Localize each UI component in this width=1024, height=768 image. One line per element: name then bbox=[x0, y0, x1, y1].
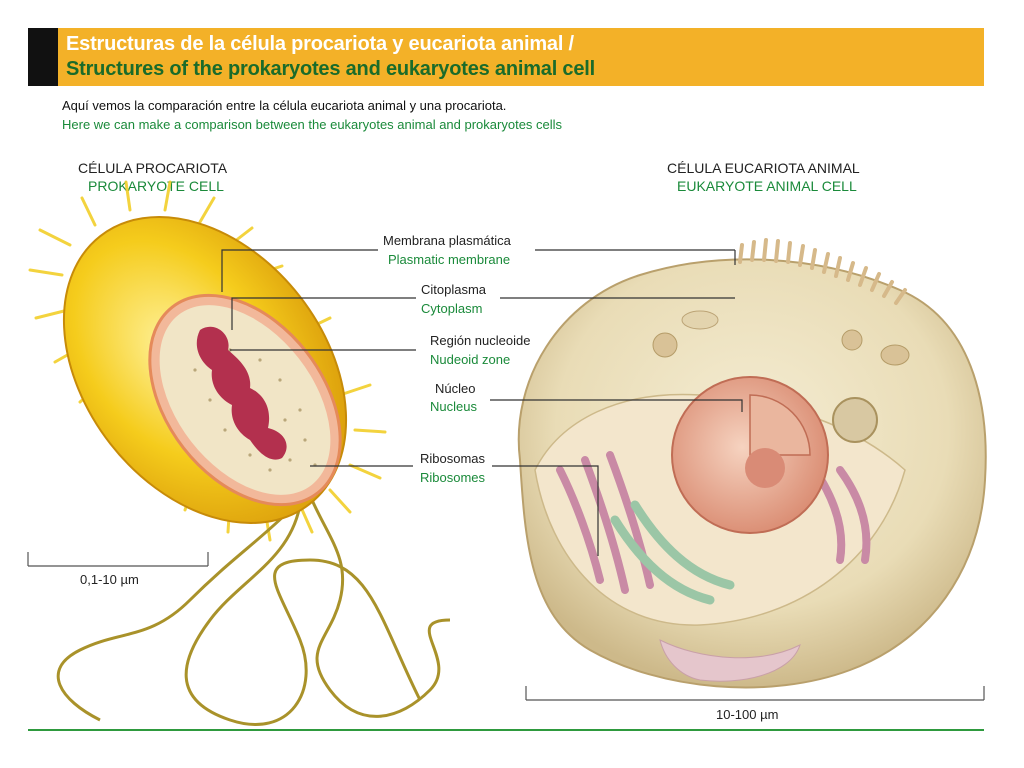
nucleoid bbox=[196, 326, 287, 460]
prokaryote-title-spanish: CÉLULA PROCARIOTA bbox=[78, 160, 228, 176]
prokaryote-scale-label: 0,1-10 µm bbox=[80, 572, 139, 587]
eukaryote-scale-label: 10-100 µm bbox=[716, 707, 779, 722]
label-cytoplasm-en: Cytoplasm bbox=[421, 301, 483, 316]
prokaryote-cell bbox=[28, 180, 451, 726]
prokaryote-title-english: PROKARYOTE CELL bbox=[88, 178, 224, 194]
label-membrane-en: Plasmatic membrane bbox=[388, 252, 511, 267]
eukaryote-title-spanish: CÉLULA EUCARIOTA ANIMAL bbox=[667, 160, 860, 176]
header-accent-block bbox=[28, 28, 58, 86]
eukaryote-scale-bar bbox=[525, 686, 985, 701]
bottom-rule bbox=[28, 729, 984, 731]
label-ribosomes-en: Ribosomes bbox=[420, 470, 486, 485]
label-membrane-es: Membrana plasmática bbox=[383, 233, 511, 248]
endoplasmic-reticulum bbox=[610, 500, 735, 605]
label-nucleus-es: Núcleo bbox=[435, 381, 476, 396]
leader-lines bbox=[221, 249, 743, 556]
eukaryote-title-english: EUKARYOTE ANIMAL CELL bbox=[677, 178, 857, 194]
eukaryote-cell bbox=[517, 238, 987, 689]
title-spanish: Estructuras de la célula procariota y eu… bbox=[66, 33, 574, 55]
label-cytoplasm-es: Citoplasma bbox=[421, 282, 487, 297]
label-nucleoid-en: Nudeoid zone bbox=[430, 352, 511, 367]
title-english: Structures of the prokaryotes and eukary… bbox=[66, 58, 595, 80]
golgi-apparatus bbox=[556, 451, 871, 594]
flagella bbox=[56, 499, 451, 726]
header-band bbox=[28, 28, 984, 86]
label-nucleus-en: Nucleus bbox=[430, 399, 477, 414]
prokaryote-scale-bar bbox=[27, 552, 209, 567]
intro-english: Here we can make a comparison between th… bbox=[62, 117, 563, 132]
intro-spanish: Aquí vemos la comparación entre la célul… bbox=[62, 98, 507, 113]
label-nucleoid-es: Región nucleoide bbox=[430, 333, 531, 348]
label-ribosomes-es: Ribosomas bbox=[420, 451, 486, 466]
